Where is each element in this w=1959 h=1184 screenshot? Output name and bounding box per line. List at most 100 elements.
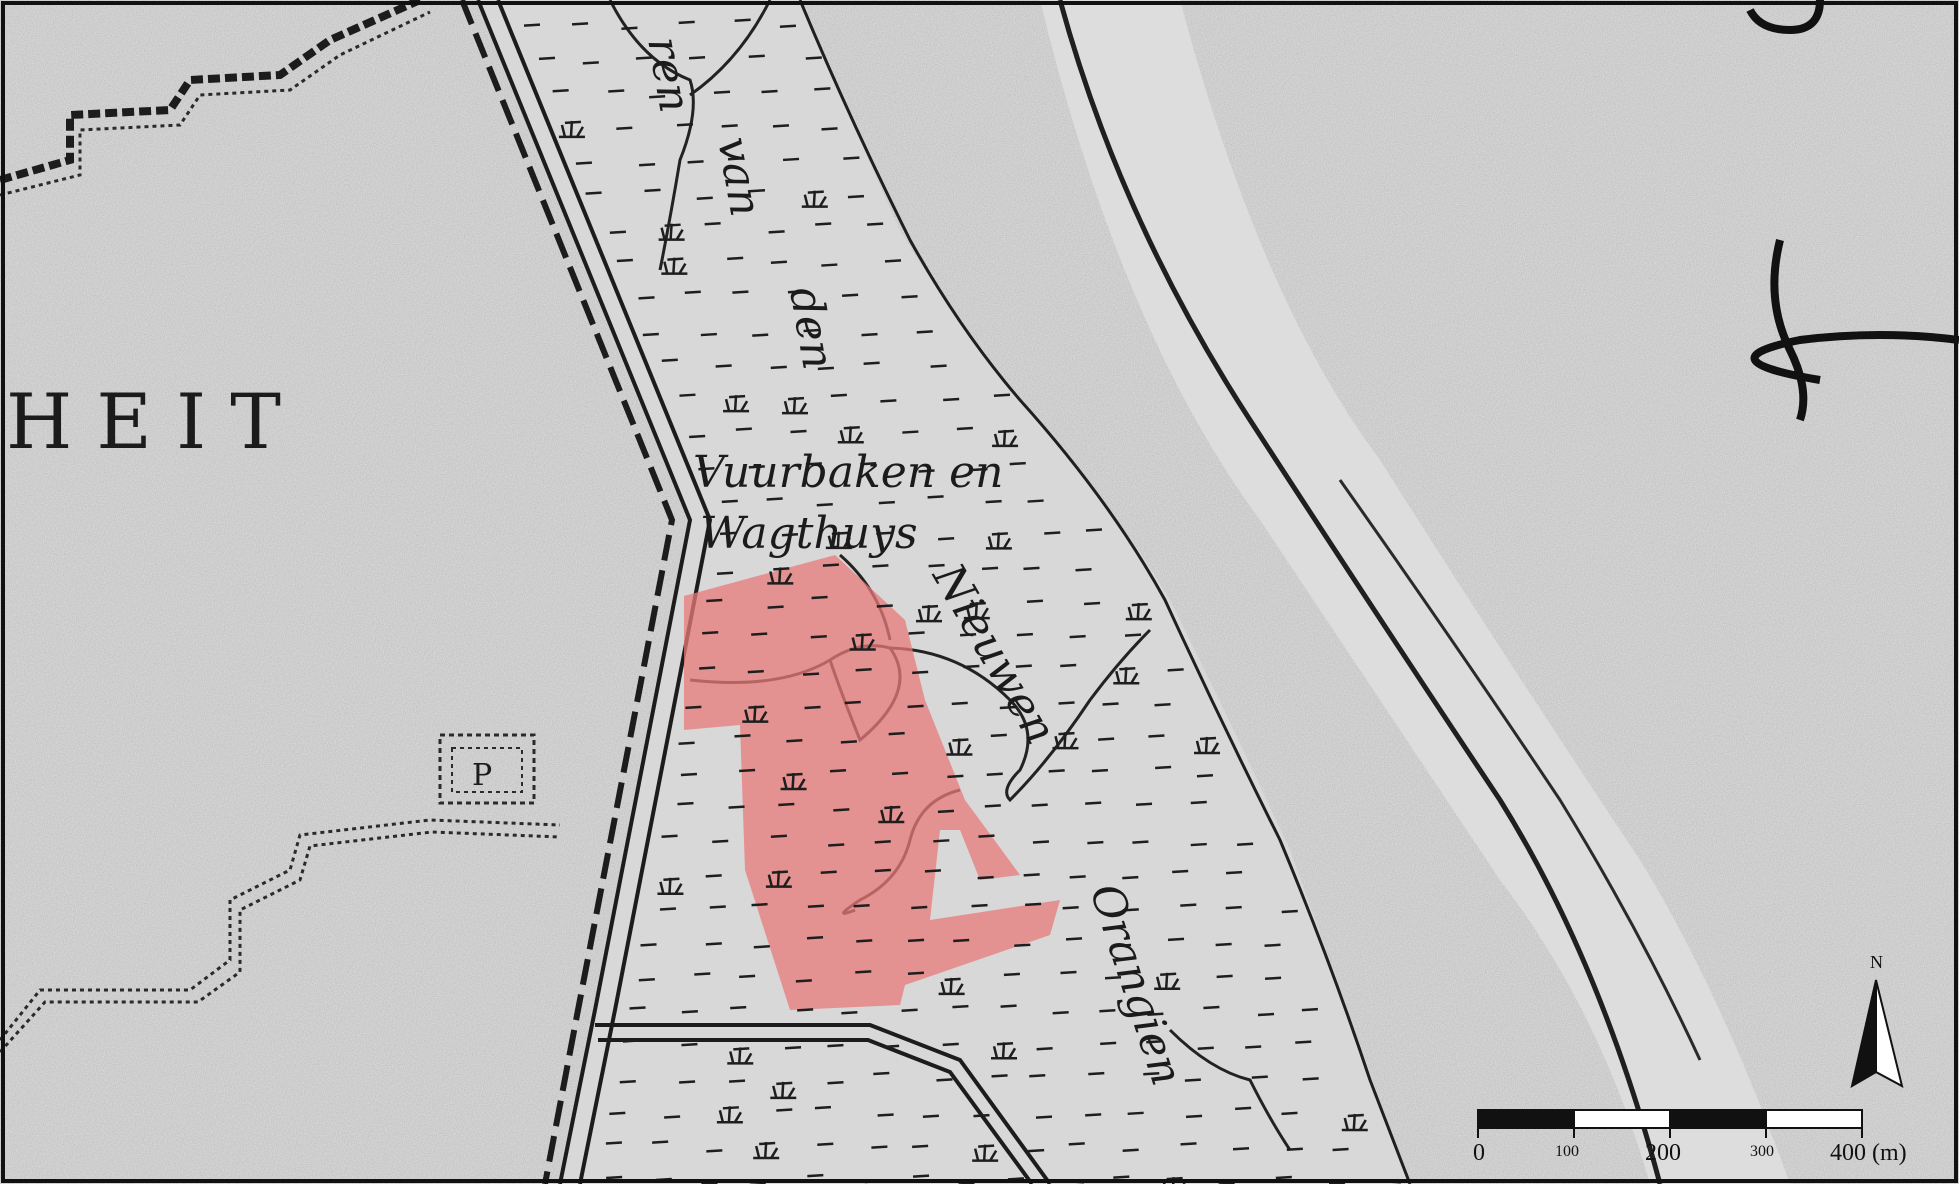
- marsh-dash: [1000, 1004, 1017, 1008]
- marsh-dash: [907, 704, 924, 709]
- marsh-dash: [679, 1080, 696, 1084]
- marsh-dash: [1065, 937, 1083, 941]
- marsh-dash: [694, 972, 711, 976]
- marsh-dash: [688, 55, 706, 60]
- marsh-dash: [821, 127, 838, 131]
- marsh-dash: [622, 1039, 640, 1043]
- label-vuurbaken-line1: Vuurbaken en: [693, 447, 1003, 498]
- marsh-dash: [963, 664, 980, 669]
- marsh-dash: [1031, 803, 1048, 807]
- marsh-dash: [1185, 1114, 1203, 1119]
- marsh-dash: [1104, 975, 1122, 980]
- marsh-dash: [1215, 942, 1232, 947]
- marsh-dash: [1122, 1148, 1139, 1153]
- marsh-dash: [727, 256, 744, 261]
- marsh-dash: [778, 802, 795, 807]
- marsh-dash: [1060, 970, 1077, 975]
- marsh-dash: [677, 801, 694, 806]
- marsh-dash: [993, 393, 1010, 398]
- marsh-tuft: [1113, 667, 1140, 685]
- marsh-dash: [820, 870, 837, 875]
- marsh-dash: [1044, 531, 1061, 535]
- marsh-dash: [621, 26, 638, 31]
- marsh-dash: [790, 429, 807, 434]
- marsh-dash: [782, 157, 800, 162]
- marsh-dash: [956, 426, 973, 431]
- marsh-dash: [606, 1175, 623, 1180]
- marsh-dash: [1197, 1046, 1214, 1051]
- marsh-dash: [1281, 909, 1298, 914]
- marsh-dash: [1058, 701, 1075, 705]
- marsh-dash: [700, 332, 717, 337]
- marsh-dash: [734, 734, 751, 738]
- north-arrow-right: [1875, 979, 1904, 1088]
- marsh-dash: [1023, 873, 1040, 877]
- marsh-dash: [876, 604, 893, 608]
- marsh-dash: [1167, 937, 1185, 942]
- marsh-dash: [751, 632, 768, 636]
- marsh-dash: [585, 191, 602, 195]
- marsh-dash: [728, 1079, 746, 1083]
- marsh-dash: [735, 427, 752, 431]
- marsh-dash: [732, 290, 749, 294]
- marsh-dash: [753, 945, 770, 949]
- decorative-flourish: [1750, 239, 1959, 422]
- marsh-dash: [1036, 1046, 1053, 1051]
- marsh-dash: [1257, 1012, 1275, 1017]
- marsh-dash: [1225, 870, 1243, 875]
- marsh-dash: [1302, 1077, 1319, 1081]
- scale-segment: [1765, 1109, 1863, 1129]
- creek-north-2: [689, 0, 772, 97]
- cross-dyke: [595, 1023, 1052, 1184]
- marsh-tuft: [801, 190, 828, 208]
- marsh-dash: [901, 295, 918, 299]
- marsh-dash: [642, 332, 659, 337]
- creek-north: [608, 0, 695, 271]
- marsh-dash: [816, 502, 833, 507]
- marsh-dash: [649, 95, 666, 99]
- marsh-dash: [727, 156, 745, 161]
- scale-segment: [1477, 1109, 1575, 1129]
- marsh-dash: [768, 230, 785, 234]
- marsh-dash: [1225, 905, 1242, 910]
- marsh-dash: [981, 566, 999, 571]
- marsh-dash: [1026, 599, 1044, 603]
- marsh-dash: [1281, 1111, 1298, 1116]
- marsh-dash: [719, 531, 737, 536]
- marsh-dash: [853, 904, 870, 908]
- marsh-dash: [1172, 869, 1189, 874]
- marsh-dash: [721, 124, 738, 128]
- marsh-dash: [678, 741, 695, 746]
- marsh-dash: [1167, 668, 1184, 672]
- marsh-dash: [1147, 1012, 1164, 1016]
- marsh-dash: [1180, 1142, 1197, 1146]
- marsh-tuft: [558, 120, 585, 139]
- marsh-dash: [907, 971, 925, 976]
- marsh-dash: [827, 1081, 844, 1085]
- marsh-dash: [1091, 768, 1108, 773]
- marsh-dash: [821, 263, 838, 267]
- marsh-dash: [640, 943, 657, 947]
- marsh-dash: [1068, 1142, 1085, 1146]
- marsh-dash: [936, 1078, 953, 1082]
- marsh-dash: [863, 361, 880, 365]
- marsh-symbols: [523, 18, 1401, 1184]
- marsh-dash: [748, 465, 765, 469]
- marsh-dash: [888, 731, 905, 736]
- marsh-area: [478, 0, 1410, 1184]
- marsh-tuft: [991, 1042, 1018, 1060]
- marsh-dash: [943, 397, 960, 402]
- marsh-tuft: [992, 429, 1019, 448]
- marsh-dash: [1122, 875, 1139, 880]
- marsh-dash: [860, 462, 877, 466]
- marsh-dash: [933, 839, 950, 843]
- marsh-dash: [1184, 1078, 1201, 1082]
- marsh-dash: [827, 1043, 844, 1048]
- marsh-dash: [661, 358, 678, 363]
- marsh-dash: [1332, 1147, 1349, 1152]
- marsh-dash: [661, 834, 678, 838]
- marsh-dash: [1232, 1147, 1250, 1151]
- marsh-dash: [779, 24, 796, 28]
- marsh-tuft-symbols: [558, 120, 1368, 1184]
